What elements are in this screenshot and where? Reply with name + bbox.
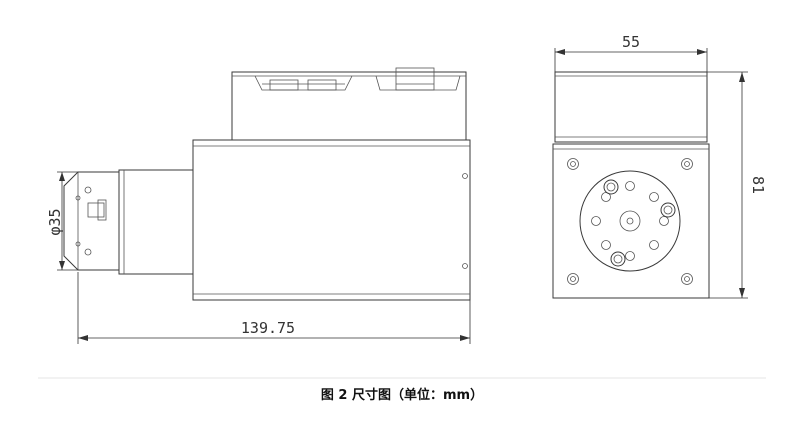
- flange-holes: [591, 181, 669, 261]
- diameter-label: φ35: [46, 208, 64, 235]
- width-dimension: 55: [554, 33, 708, 72]
- figure-caption: 图 2 尺寸图（单位：mm）: [320, 388, 484, 403]
- height-dimension: 81: [707, 71, 767, 299]
- front-view: [552, 71, 710, 299]
- side-view: [63, 67, 471, 301]
- length-label: 139.75: [241, 319, 295, 337]
- diameter-dimension: φ35: [46, 171, 80, 271]
- height-label: 81: [749, 176, 767, 194]
- flange-bolts: [603, 179, 676, 267]
- length-dimension: 139.75: [77, 272, 471, 344]
- corner-screws: [567, 158, 693, 285]
- width-label: 55: [622, 33, 640, 51]
